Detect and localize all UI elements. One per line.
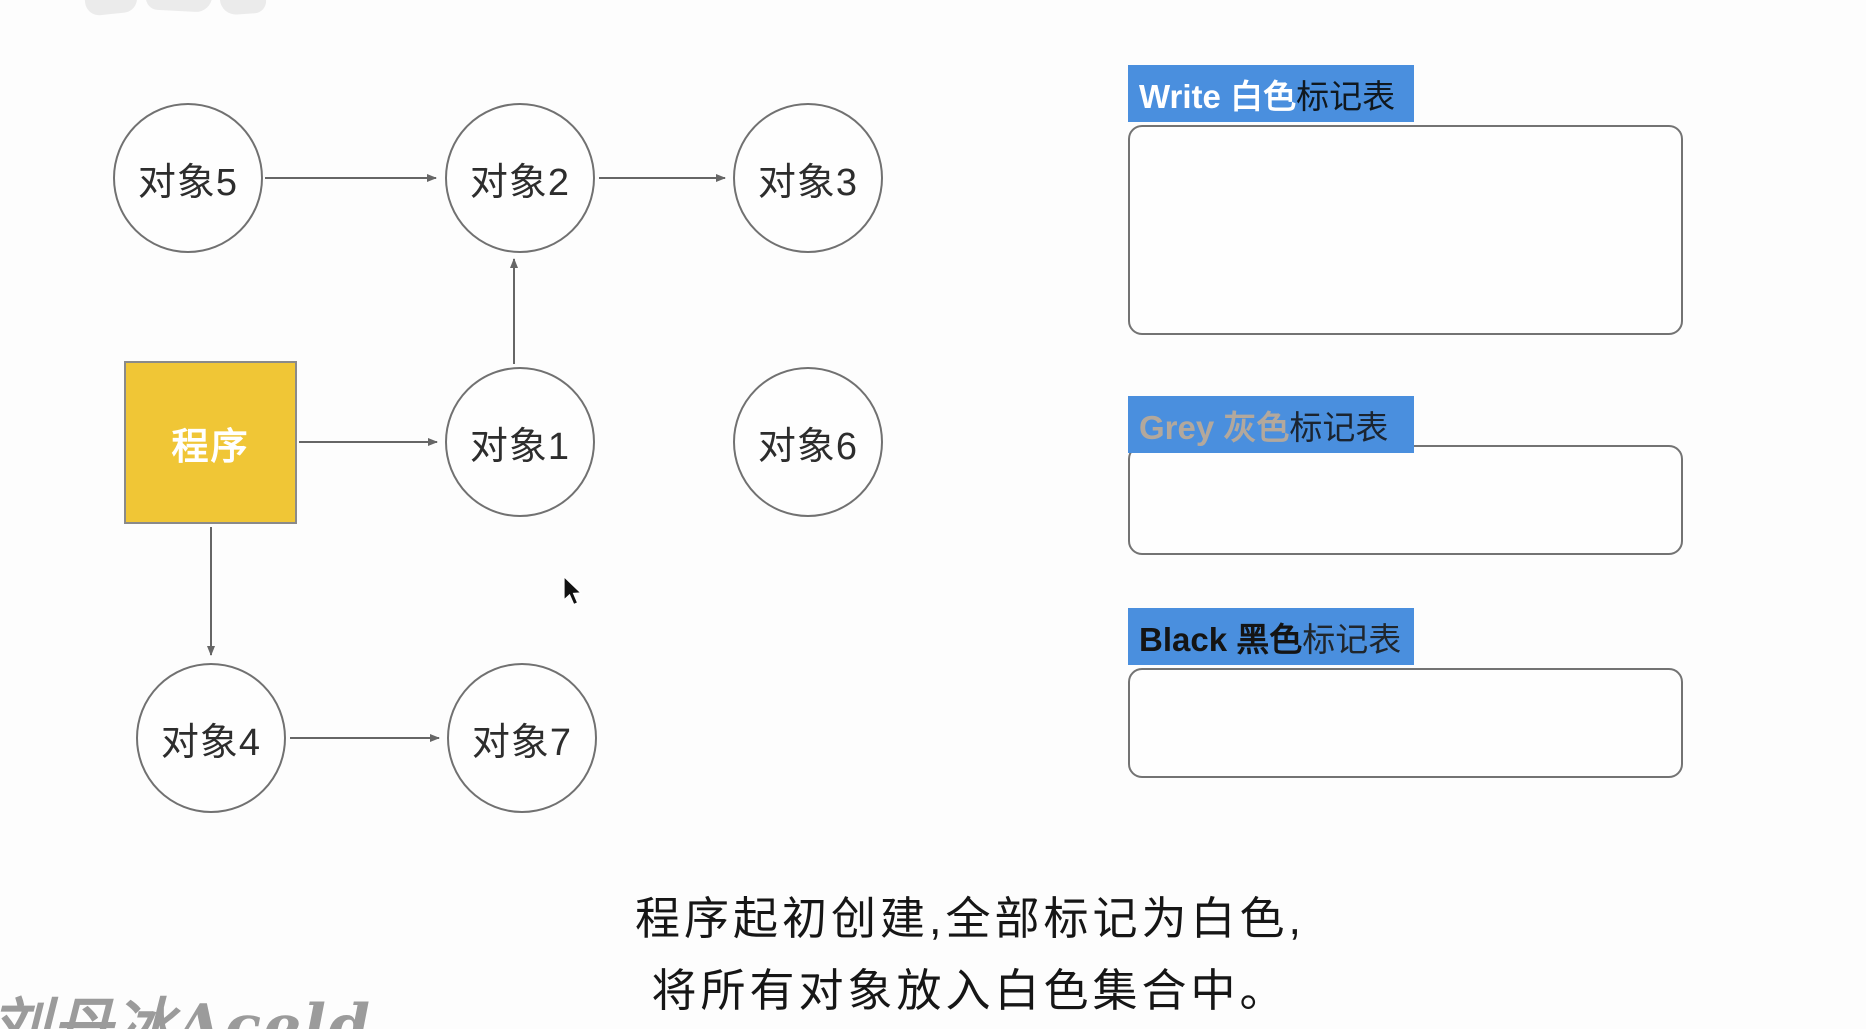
grey-table-title: Grey 灰色 xyxy=(1139,408,1290,446)
grey-table-suffix: 标记表 xyxy=(1289,408,1389,446)
caption-line-2: 将所有对象放入白色集合中。 xyxy=(651,965,1289,1016)
grey-table-header: Grey 灰色标记表 xyxy=(1128,396,1414,453)
node-obj4: 对象4 xyxy=(136,663,286,813)
black-table-title: Black 黑色 xyxy=(1139,620,1303,658)
black-table-suffix: 标记表 xyxy=(1302,620,1402,658)
white-table-box xyxy=(1128,125,1683,335)
node-obj1: 对象1 xyxy=(445,367,595,517)
node-label: 对象2 xyxy=(469,161,571,204)
caption: 程序起初创建,全部标记为白色, 将所有对象放入白色集合中。 xyxy=(500,883,1440,1027)
top-watermark-fragment xyxy=(219,0,267,16)
white-table-title: Write 白色 xyxy=(1139,77,1297,115)
top-watermark-fragment xyxy=(83,0,139,17)
node-program-label: 程序 xyxy=(171,425,250,467)
node-obj6: 对象6 xyxy=(733,367,883,517)
node-label: 对象5 xyxy=(137,161,239,204)
node-label: 对象7 xyxy=(471,721,573,764)
node-obj7: 对象7 xyxy=(447,663,597,813)
node-label: 对象4 xyxy=(160,721,262,764)
author-watermark: 刘丹冰Aceld xyxy=(0,992,373,1029)
black-table-header: Black 黑色标记表 xyxy=(1128,608,1414,665)
top-watermark-fragment xyxy=(145,0,213,13)
node-label: 对象3 xyxy=(757,161,859,204)
mouse-cursor xyxy=(563,576,583,606)
node-label: 对象1 xyxy=(469,425,571,468)
white-table-header: Write 白色标记表 xyxy=(1128,65,1414,122)
white-table-suffix: 标记表 xyxy=(1296,77,1396,115)
caption-line-1: 程序起初创建,全部标记为白色, xyxy=(634,893,1305,944)
node-label: 对象6 xyxy=(757,425,859,468)
node-obj2: 对象2 xyxy=(445,103,595,253)
node-program: 程序 xyxy=(124,361,297,524)
node-obj3: 对象3 xyxy=(733,103,883,253)
node-obj5: 对象5 xyxy=(113,103,263,253)
black-table-box xyxy=(1128,668,1683,778)
grey-table-box xyxy=(1128,445,1683,555)
